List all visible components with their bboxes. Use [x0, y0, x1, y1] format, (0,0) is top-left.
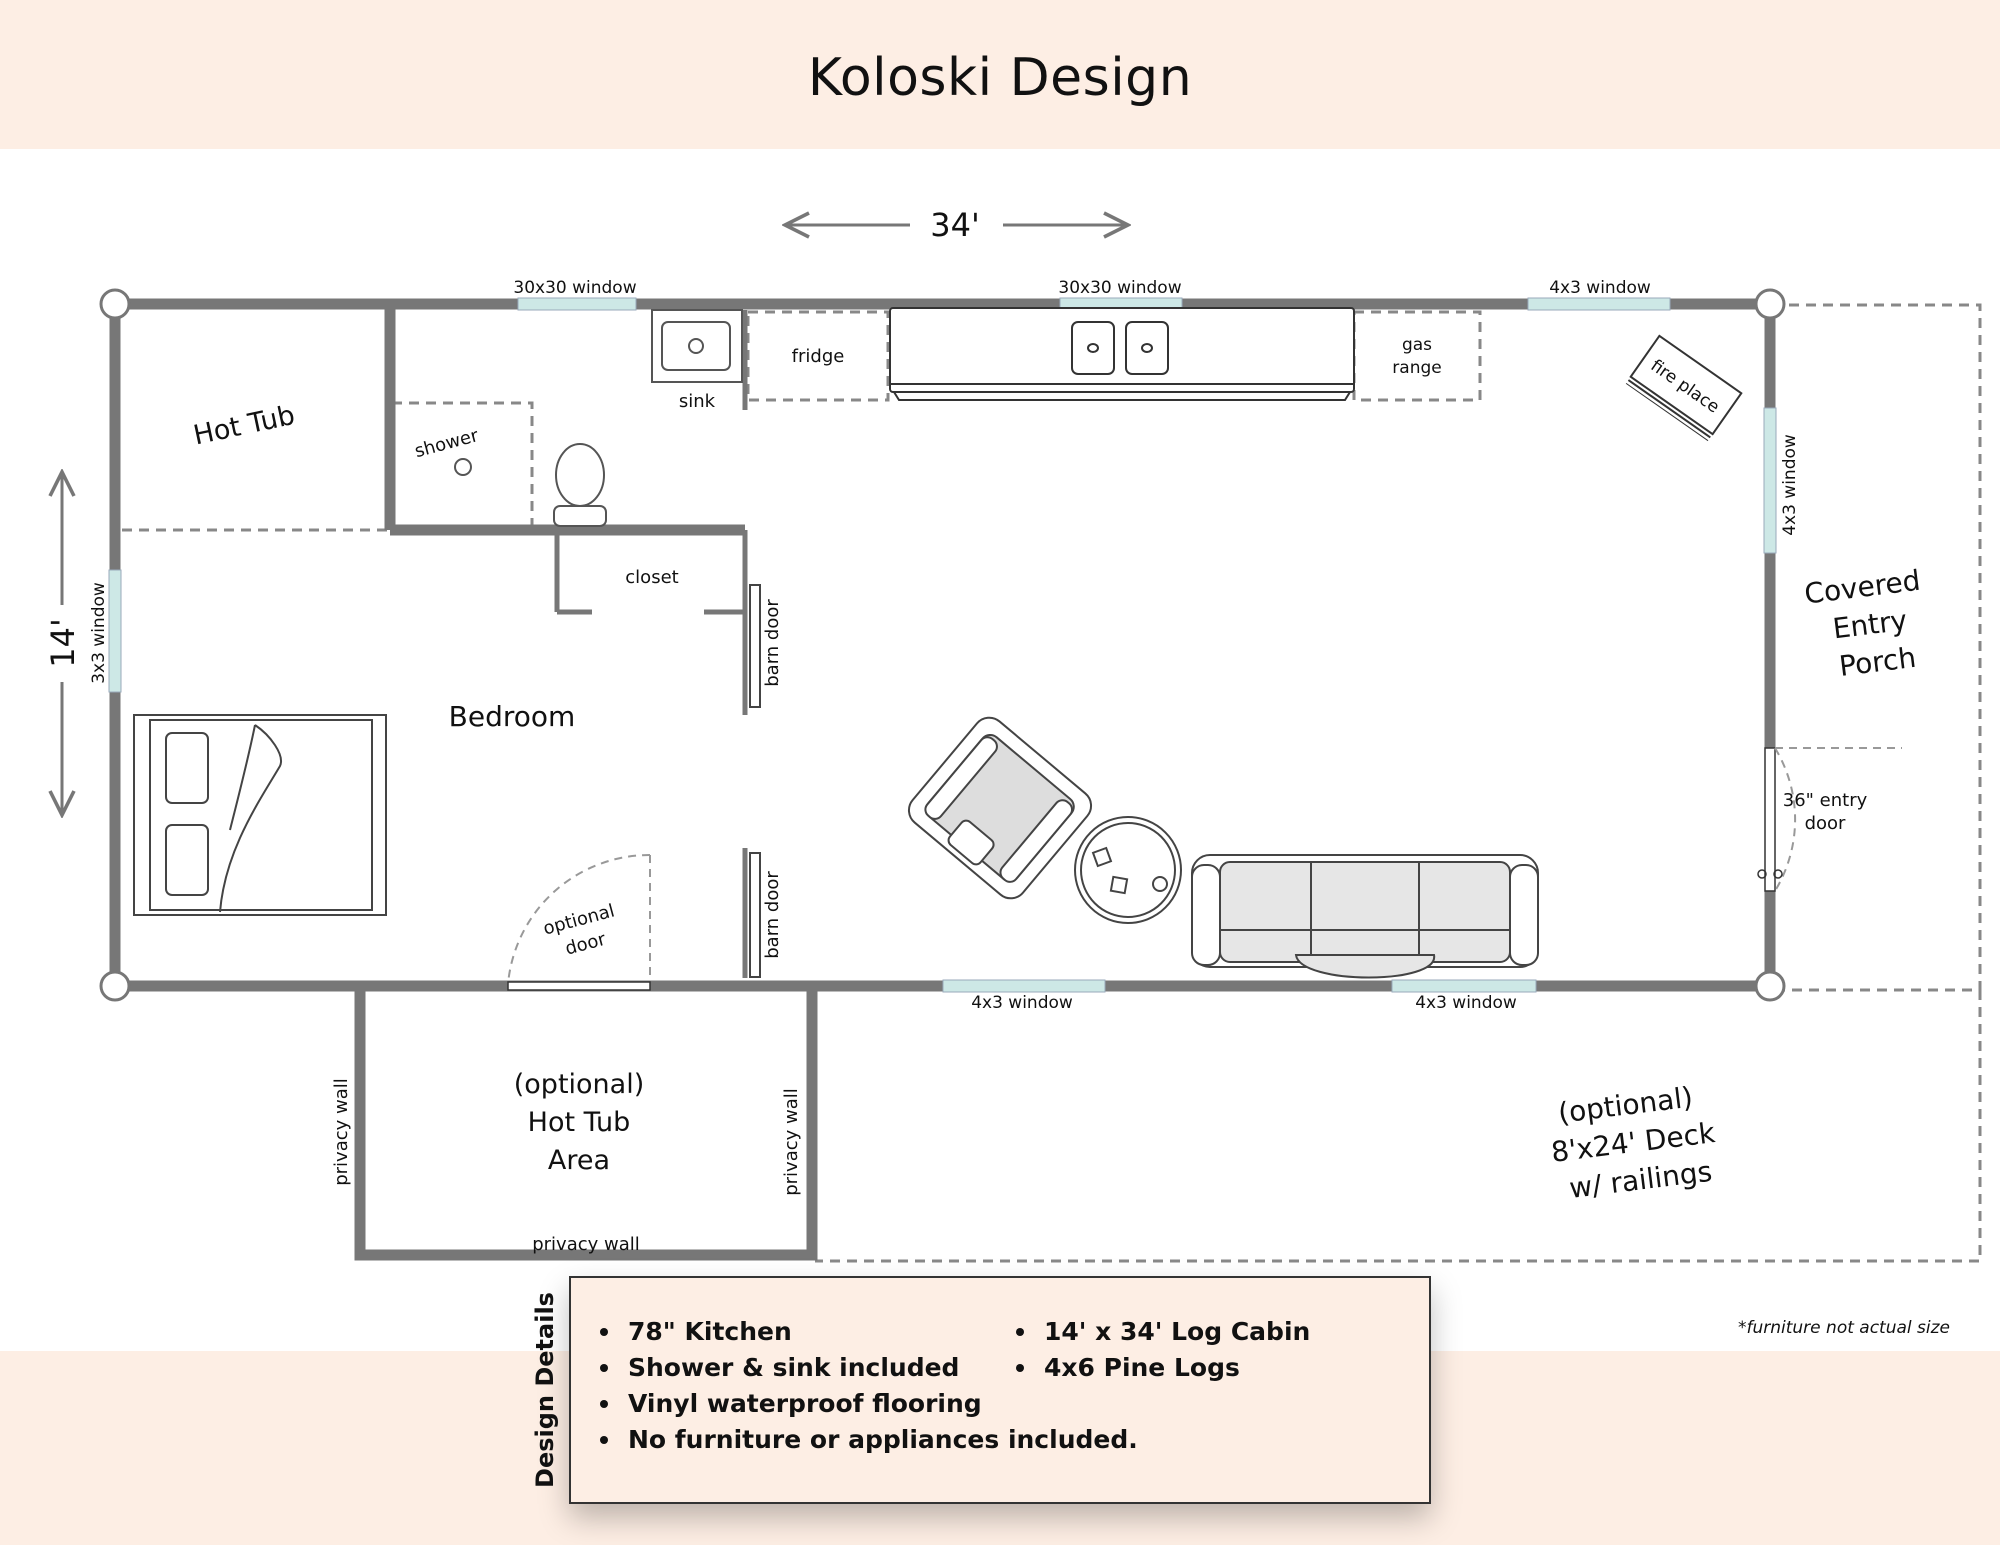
sofa-icon	[1191, 854, 1539, 979]
design-details-box	[569, 1276, 1431, 1504]
entry-door-icon	[1757, 747, 1902, 892]
hot-tub-label: Hot Tub	[191, 400, 298, 452]
window-top-mid-label: 30x30 window	[1058, 278, 1181, 298]
window-top-right	[1527, 297, 1671, 311]
shower-drain-icon	[454, 458, 472, 476]
sink-icon	[651, 309, 743, 383]
width-label: 34'	[930, 206, 980, 244]
toilet-icon	[553, 443, 607, 527]
bed-icon	[133, 714, 387, 916]
footnote: *furniture not actual size	[1738, 1318, 1950, 1338]
list-item: 78" Kitchen	[594, 1314, 1138, 1350]
closet-label: closet	[625, 567, 678, 588]
armchair-icon	[907, 716, 1093, 900]
page-title: Koloski Design	[807, 48, 1193, 108]
depth-dimension: 14'	[44, 472, 82, 815]
porch-label-2: Entry	[1831, 604, 1909, 646]
side-table-icon	[1074, 816, 1182, 924]
window-top-left-label: 30x30 window	[513, 278, 636, 298]
bedroom-label: Bedroom	[449, 700, 576, 733]
gas-range-label-2: range	[1392, 358, 1441, 378]
barn-door-upper-icon	[749, 584, 761, 708]
window-bottom-left-label: 4x3 window	[971, 993, 1073, 1013]
interior-partitions	[554, 310, 748, 978]
fireplace-icon: fire place	[1625, 334, 1743, 442]
hot-tub-area-label-2: Hot Tub	[528, 1107, 631, 1138]
gas-range-outline	[1352, 310, 1482, 402]
hot-tub-area-label-1: (optional)	[514, 1069, 645, 1100]
window-bottom-right-label: 4x3 window	[1415, 993, 1517, 1013]
window-top-left	[517, 297, 637, 311]
privacy-wall-right-label: privacy wall	[781, 1088, 802, 1196]
width-dimension: 34'	[785, 206, 1128, 244]
shower-label: shower	[412, 425, 481, 462]
window-bottom-right	[1391, 979, 1537, 993]
kitchen-counter-icon	[889, 307, 1355, 401]
gas-range-label-1: gas	[1402, 335, 1432, 355]
design-details-heading: Design Details	[531, 1292, 559, 1488]
privacy-wall-left-label: privacy wall	[331, 1078, 352, 1186]
list-item: Shower & sink included	[594, 1350, 1138, 1386]
header-band	[0, 0, 2000, 149]
entry-door-label-2: door	[1805, 813, 1846, 834]
fridge-label: fridge	[792, 346, 845, 367]
hot-tub-area-label-3: Area	[548, 1145, 610, 1176]
privacy-wall-bottom-label: privacy wall	[532, 1234, 640, 1255]
details-list-left: 78" Kitchen Shower & sink included Vinyl…	[594, 1314, 1138, 1458]
porch-label-3: Porch	[1837, 641, 1918, 683]
depth-label: 14'	[44, 618, 82, 668]
corner-posts	[99, 288, 1786, 1002]
shower-outline	[390, 401, 534, 530]
list-item: 14' x 34' Log Cabin	[1010, 1314, 1310, 1350]
details-list-right: 14' x 34' Log Cabin 4x6 Pine Logs	[1010, 1314, 1310, 1386]
window-top-right-label: 4x3 window	[1549, 278, 1651, 298]
window-bottom-left	[942, 979, 1106, 993]
optional-door-icon	[507, 853, 651, 991]
window-right-label: 4x3 window	[1780, 434, 1800, 536]
list-item: 4x6 Pine Logs	[1010, 1350, 1310, 1386]
sink-label: sink	[679, 391, 716, 412]
porch-outline	[1772, 303, 1982, 992]
fridge-outline	[746, 310, 890, 402]
window-right	[1763, 407, 1777, 554]
window-left-label: 3x3 window	[89, 582, 109, 684]
barn-door-upper-label: barn door	[762, 599, 783, 687]
deck-outline	[815, 990, 1982, 1263]
optional-door-label-1: optional	[541, 900, 617, 939]
list-item: No furniture or appliances included.	[594, 1422, 1138, 1458]
barn-door-lower-icon	[749, 852, 761, 978]
list-item: Vinyl waterproof flooring	[594, 1386, 1138, 1422]
entry-door-label-1: 36" entry	[1783, 790, 1868, 811]
window-left	[108, 569, 122, 693]
barn-door-lower-label: barn door	[762, 871, 783, 959]
